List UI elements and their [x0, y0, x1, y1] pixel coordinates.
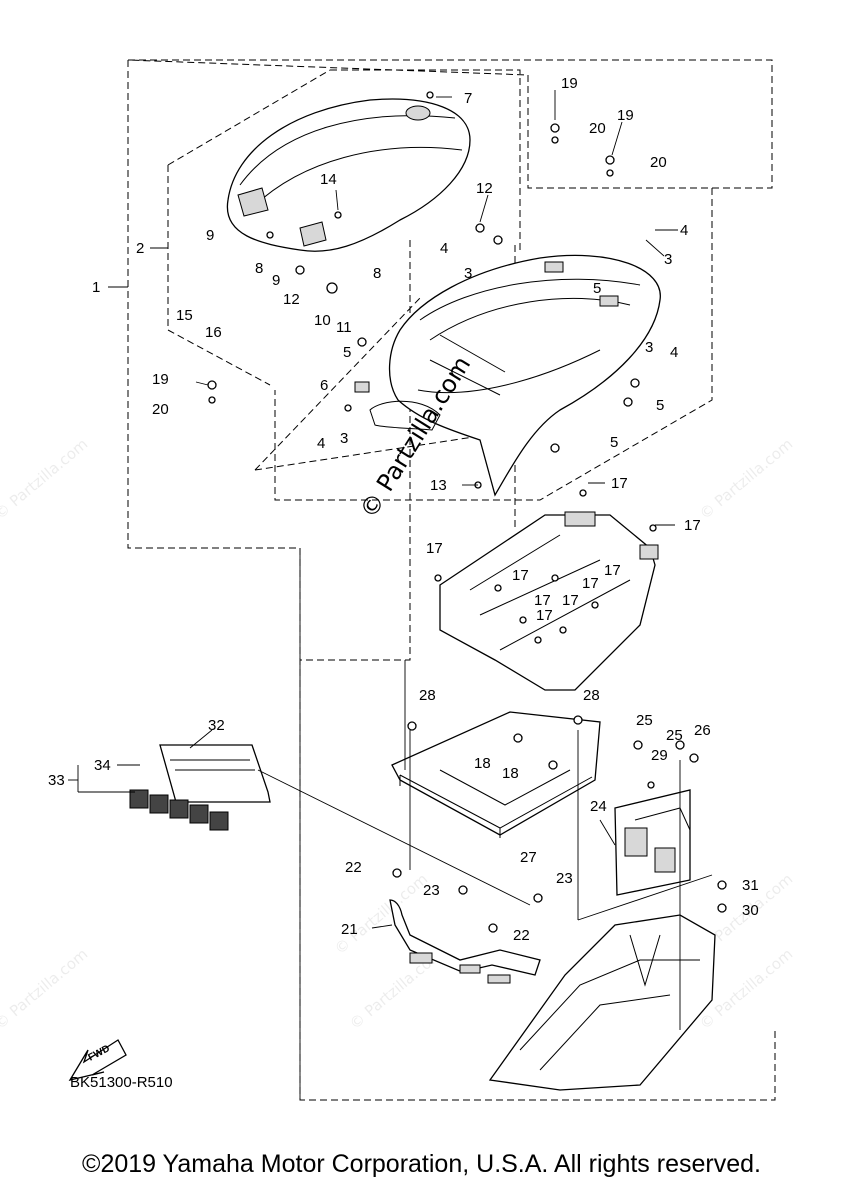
- watermark-small: © Partzilla.com: [0, 435, 91, 523]
- callout-label: 17: [426, 540, 443, 557]
- callout-label: 7: [464, 90, 472, 107]
- callout-label: 30: [742, 902, 759, 919]
- callout-label: 1: [92, 279, 100, 296]
- callout-label: 24: [590, 798, 607, 815]
- callout-label: 13: [430, 477, 447, 494]
- callout-label: 18: [474, 755, 491, 772]
- callout-label: 33: [48, 772, 65, 789]
- callout-label: 17: [536, 607, 553, 624]
- callout-label: 3: [664, 251, 672, 268]
- fuse-box: [129, 744, 271, 831]
- callout-label: 9: [272, 272, 280, 289]
- rear-cowl: [369, 254, 661, 497]
- diagram-code: BK51300-R510: [70, 1074, 173, 1091]
- seat: [226, 98, 471, 252]
- bracket-24: [614, 789, 691, 896]
- callout-label: 17: [611, 475, 628, 492]
- callout-label: 20: [152, 401, 169, 418]
- callout-label: 17: [562, 592, 579, 609]
- callout-label: 14: [320, 171, 337, 188]
- callout-label: 17: [534, 592, 551, 609]
- callout-label: 2: [136, 240, 144, 257]
- callout-label: 22: [513, 927, 530, 944]
- callout-label: 31: [742, 877, 759, 894]
- bracket-plate: [439, 511, 659, 691]
- callout-label: 25: [666, 727, 683, 744]
- callout-label: 4: [680, 222, 688, 239]
- callout-label: 22: [345, 859, 362, 876]
- callout-label: 23: [423, 882, 440, 899]
- callout-label: 28: [583, 687, 600, 704]
- callout-label: 19: [617, 107, 634, 124]
- callout-label: 20: [589, 120, 606, 137]
- leader-lines: [68, 90, 713, 1100]
- callout-label: 5: [593, 280, 601, 297]
- callout-label: 19: [561, 75, 578, 92]
- callout-label: 26: [694, 722, 711, 739]
- rear-frame: [488, 914, 716, 1091]
- callout-label: 15: [176, 307, 193, 324]
- callout-label: 21: [341, 921, 358, 938]
- callout-label: 3: [340, 430, 348, 447]
- callout-label: 9: [206, 227, 214, 244]
- callout-label: 28: [419, 687, 436, 704]
- callout-label: 4: [670, 344, 678, 361]
- callout-labels: 1 2 3 3 3 3 4 4 4 4 5 5 5 5 6 7 8 8 9 9 …: [48, 75, 759, 944]
- callout-label: 34: [94, 757, 111, 774]
- callout-label: 12: [476, 180, 493, 197]
- callout-label: 3: [464, 265, 472, 282]
- callout-label: 10: [314, 312, 331, 329]
- callout-label: 8: [255, 260, 263, 277]
- callout-label: 18: [502, 765, 519, 782]
- callout-label: 32: [208, 717, 225, 734]
- callout-label: 23: [556, 870, 573, 887]
- callout-label: 5: [343, 344, 351, 361]
- callout-label: 29: [651, 747, 668, 764]
- callout-label: 17: [604, 562, 621, 579]
- callout-label: 4: [317, 435, 325, 452]
- callout-label: 20: [650, 154, 667, 171]
- callout-label: 12: [283, 291, 300, 308]
- connector-block: [129, 789, 229, 831]
- fasteners: [207, 91, 727, 933]
- callout-label: 4: [440, 240, 448, 257]
- callout-label: 17: [582, 575, 599, 592]
- callout-label: 19: [152, 371, 169, 388]
- callout-label: 3: [645, 339, 653, 356]
- callout-label: 17: [684, 517, 701, 534]
- tray: [391, 711, 601, 838]
- copyright-footer: ©2019 Yamaha Motor Corporation, U.S.A. A…: [82, 1150, 761, 1178]
- callout-label: 11: [336, 319, 352, 336]
- callout-label: 6: [320, 377, 328, 394]
- frame-stay: [389, 899, 541, 984]
- callout-label: 17: [512, 567, 529, 584]
- callout-label: 5: [656, 397, 664, 414]
- callout-label: 8: [373, 265, 381, 282]
- callout-label: 5: [610, 434, 618, 451]
- callout-label: 16: [205, 324, 222, 341]
- callout-label: 27: [520, 849, 537, 866]
- watermark-small: © Partzilla.com: [696, 435, 796, 523]
- watermark-small: © Partzilla.com: [0, 945, 91, 1033]
- callout-label: 25: [636, 712, 653, 729]
